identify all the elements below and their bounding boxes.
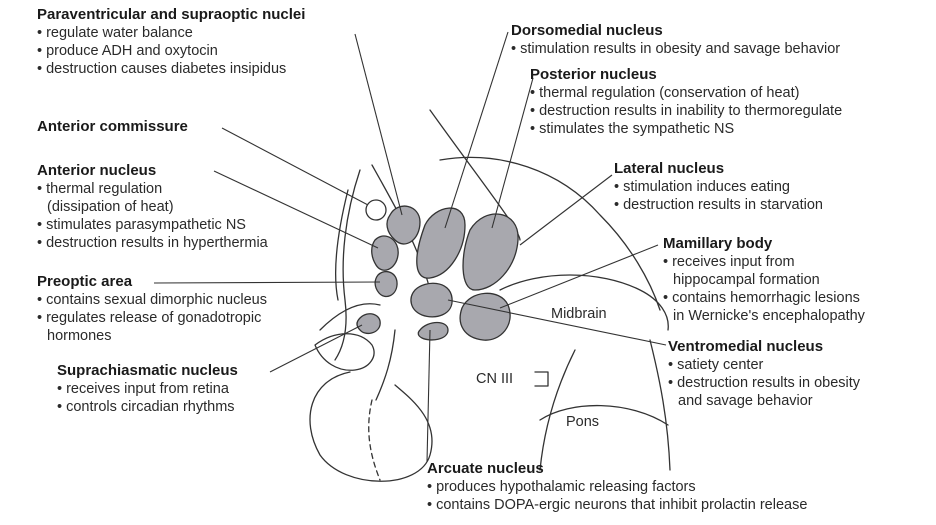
lateral-title: Lateral nucleus [614, 160, 823, 178]
optic-chiasm [315, 334, 374, 371]
left-wall-2 [336, 190, 348, 300]
leader-mamillary [500, 245, 658, 308]
ventromedial-blob [411, 283, 452, 317]
ventromedial-item-2: • destruction results in obesity [668, 374, 860, 392]
anterior-nucleus-item-3: • stimulates parasympathetic NS [37, 216, 268, 234]
suprachiasmatic-blob [357, 314, 380, 334]
mamillary-blob [460, 293, 510, 340]
lateral-block: Lateral nucleus • stimulation induces ea… [614, 160, 823, 214]
paraventricular-item-1: • regulate water balance [37, 24, 305, 42]
anterior-nucleus-item-1: • thermal regulation [37, 180, 268, 198]
paraventricular-title: Paraventricular and supraoptic nuclei [37, 6, 305, 24]
dorsomedial-item-1: • stimulation results in obesity and sav… [511, 40, 840, 58]
leader-arcuate [427, 330, 430, 462]
brainstem-left [540, 350, 575, 470]
lateral-item-2: • destruction results in starvation [614, 196, 823, 214]
suprachiasmatic-title: Suprachiasmatic nucleus [57, 362, 238, 380]
preoptic-title: Preoptic area [37, 273, 267, 291]
arcuate-block: Arcuate nucleus • produces hypothalamic … [427, 460, 807, 514]
leader-paraventricular [355, 34, 402, 215]
ventromedial-item-1: • satiety center [668, 356, 860, 374]
anterior-nucleus-block: Anterior nucleus • thermal regulation (d… [37, 162, 268, 252]
paraventricular-block: Paraventricular and supraoptic nuclei • … [37, 6, 305, 78]
preoptic-block: Preoptic area • contains sexual dimorphi… [37, 273, 267, 345]
mamillary-block: Mamillary body • receives input from hip… [663, 235, 865, 325]
anterior-nucleus-item-4: • destruction results in hyperthermia [37, 234, 268, 252]
dorsomedial-block: Dorsomedial nucleus • stimulation result… [511, 22, 840, 58]
posterior-blob [463, 214, 518, 290]
ventromedial-title: Ventromedial nucleus [668, 338, 860, 356]
lateral-item-1: • stimulation induces eating [614, 178, 823, 196]
cn3-root [535, 372, 548, 386]
pituitary-dash [369, 400, 380, 480]
dorsomedial-blob [417, 208, 465, 278]
pons-curve [540, 406, 668, 425]
mamillary-title: Mamillary body [663, 235, 865, 253]
arcuate-item-2: • contains DOPA-ergic neurons that inhib… [427, 496, 807, 514]
anterior-commissure-block: Anterior commissure [37, 118, 188, 136]
posterior-item-1: • thermal regulation (conservation of he… [530, 84, 842, 102]
preoptic-item-3: hormones [37, 327, 267, 345]
preoptic-blob [375, 272, 397, 297]
leader-suprachiasmatic [270, 325, 362, 372]
anterior-commissure-circle [366, 200, 386, 220]
mamillary-item-4: in Wernicke's encephalopathy [663, 307, 865, 325]
brainstem-right [650, 340, 670, 470]
anterior-nucleus-blob [372, 236, 398, 270]
ventromedial-item-3: and savage behavior [668, 392, 860, 410]
preoptic-item-1: • contains sexual dimorphic nucleus [37, 291, 267, 309]
suprachiasmatic-item-1: • receives input from retina [57, 380, 238, 398]
posterior-block: Posterior nucleus • thermal regulation (… [530, 66, 842, 138]
posterior-title: Posterior nucleus [530, 66, 842, 84]
paraventricular-item-3: • destruction causes diabetes insipidus [37, 60, 305, 78]
cn3-label: CN III [476, 371, 513, 387]
mamillary-item-2: hippocampal formation [663, 271, 865, 289]
posterior-item-3: • stimulates the sympathetic NS [530, 120, 842, 138]
mamillary-item-3: • contains hemorrhagic lesions [663, 289, 865, 307]
anterior-commissure-title: Anterior commissure [37, 118, 188, 136]
preoptic-item-2: • regulates release of gonadotropic [37, 309, 267, 327]
leader-posterior [492, 78, 533, 228]
pons-label: Pons [566, 414, 599, 430]
pituitary [310, 372, 432, 481]
paraventricular-item-2: • produce ADH and oxytocin [37, 42, 305, 60]
anterior-nucleus-title: Anterior nucleus [37, 162, 268, 180]
leader-dorsomedial [445, 32, 508, 228]
ventromedial-block: Ventromedial nucleus • satiety center • … [668, 338, 860, 410]
infundibulum [376, 330, 395, 400]
dorsomedial-title: Dorsomedial nucleus [511, 22, 840, 40]
suprachiasmatic-item-2: • controls circadian rhythms [57, 398, 238, 416]
arcuate-title: Arcuate nucleus [427, 460, 807, 478]
anterior-nucleus-item-2: (dissipation of heat) [37, 198, 268, 216]
arcuate-blob [418, 323, 448, 340]
suprachiasmatic-block: Suprachiasmatic nucleus • receives input… [57, 362, 238, 416]
arcuate-item-1: • produces hypothalamic releasing factor… [427, 478, 807, 496]
mamillary-item-1: • receives input from [663, 253, 865, 271]
midbrain-label: Midbrain [551, 306, 607, 322]
posterior-item-2: • destruction results in inability to th… [530, 102, 842, 120]
